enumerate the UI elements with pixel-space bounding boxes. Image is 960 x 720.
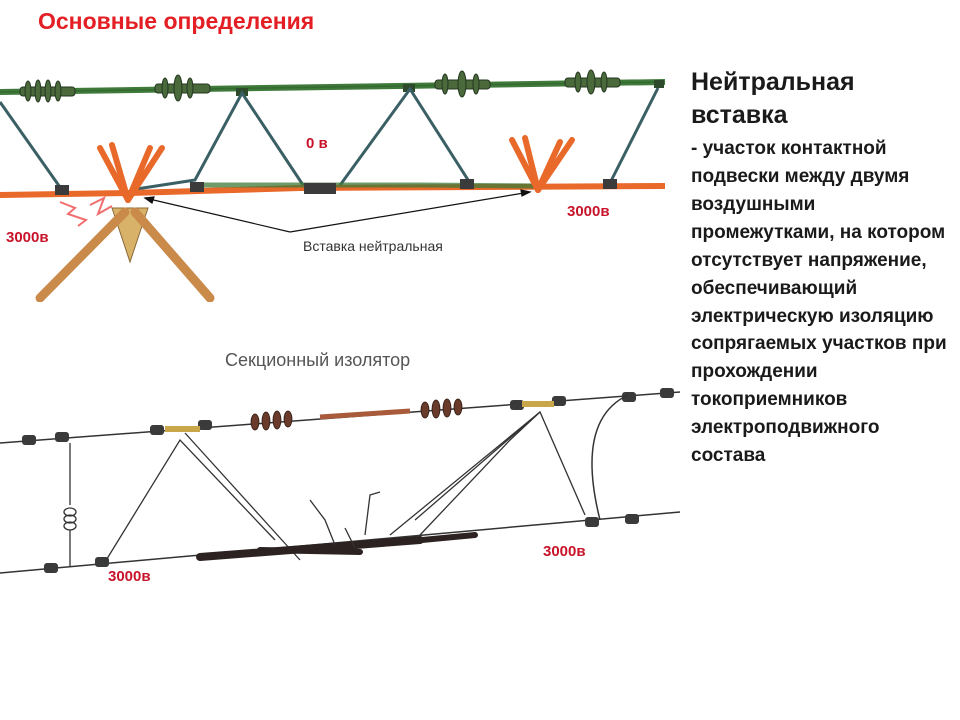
bottom-left-voltage-label: 3000в [108,568,151,585]
right-voltage-label: 3000в [567,203,610,220]
section-insulator-diagram [0,388,681,574]
neutral-insertion-diagram [0,69,666,302]
zero-voltage-label: 0 в [306,135,328,152]
definition-panel: Нейтральная вставка - участок контактной… [691,66,951,470]
left-voltage-label: 3000в [6,229,49,246]
definition-text: - участок контактной подвески между двум… [691,138,947,467]
neutral-insertion-caption: Вставка нейтральная [303,238,443,254]
bottom-right-voltage-label: 3000в [543,543,586,560]
section-insulator-caption: Секционный изолятор [225,350,411,370]
term-heading: Нейтральная вставка [691,68,855,129]
slide-title: Основные определения [38,8,315,34]
